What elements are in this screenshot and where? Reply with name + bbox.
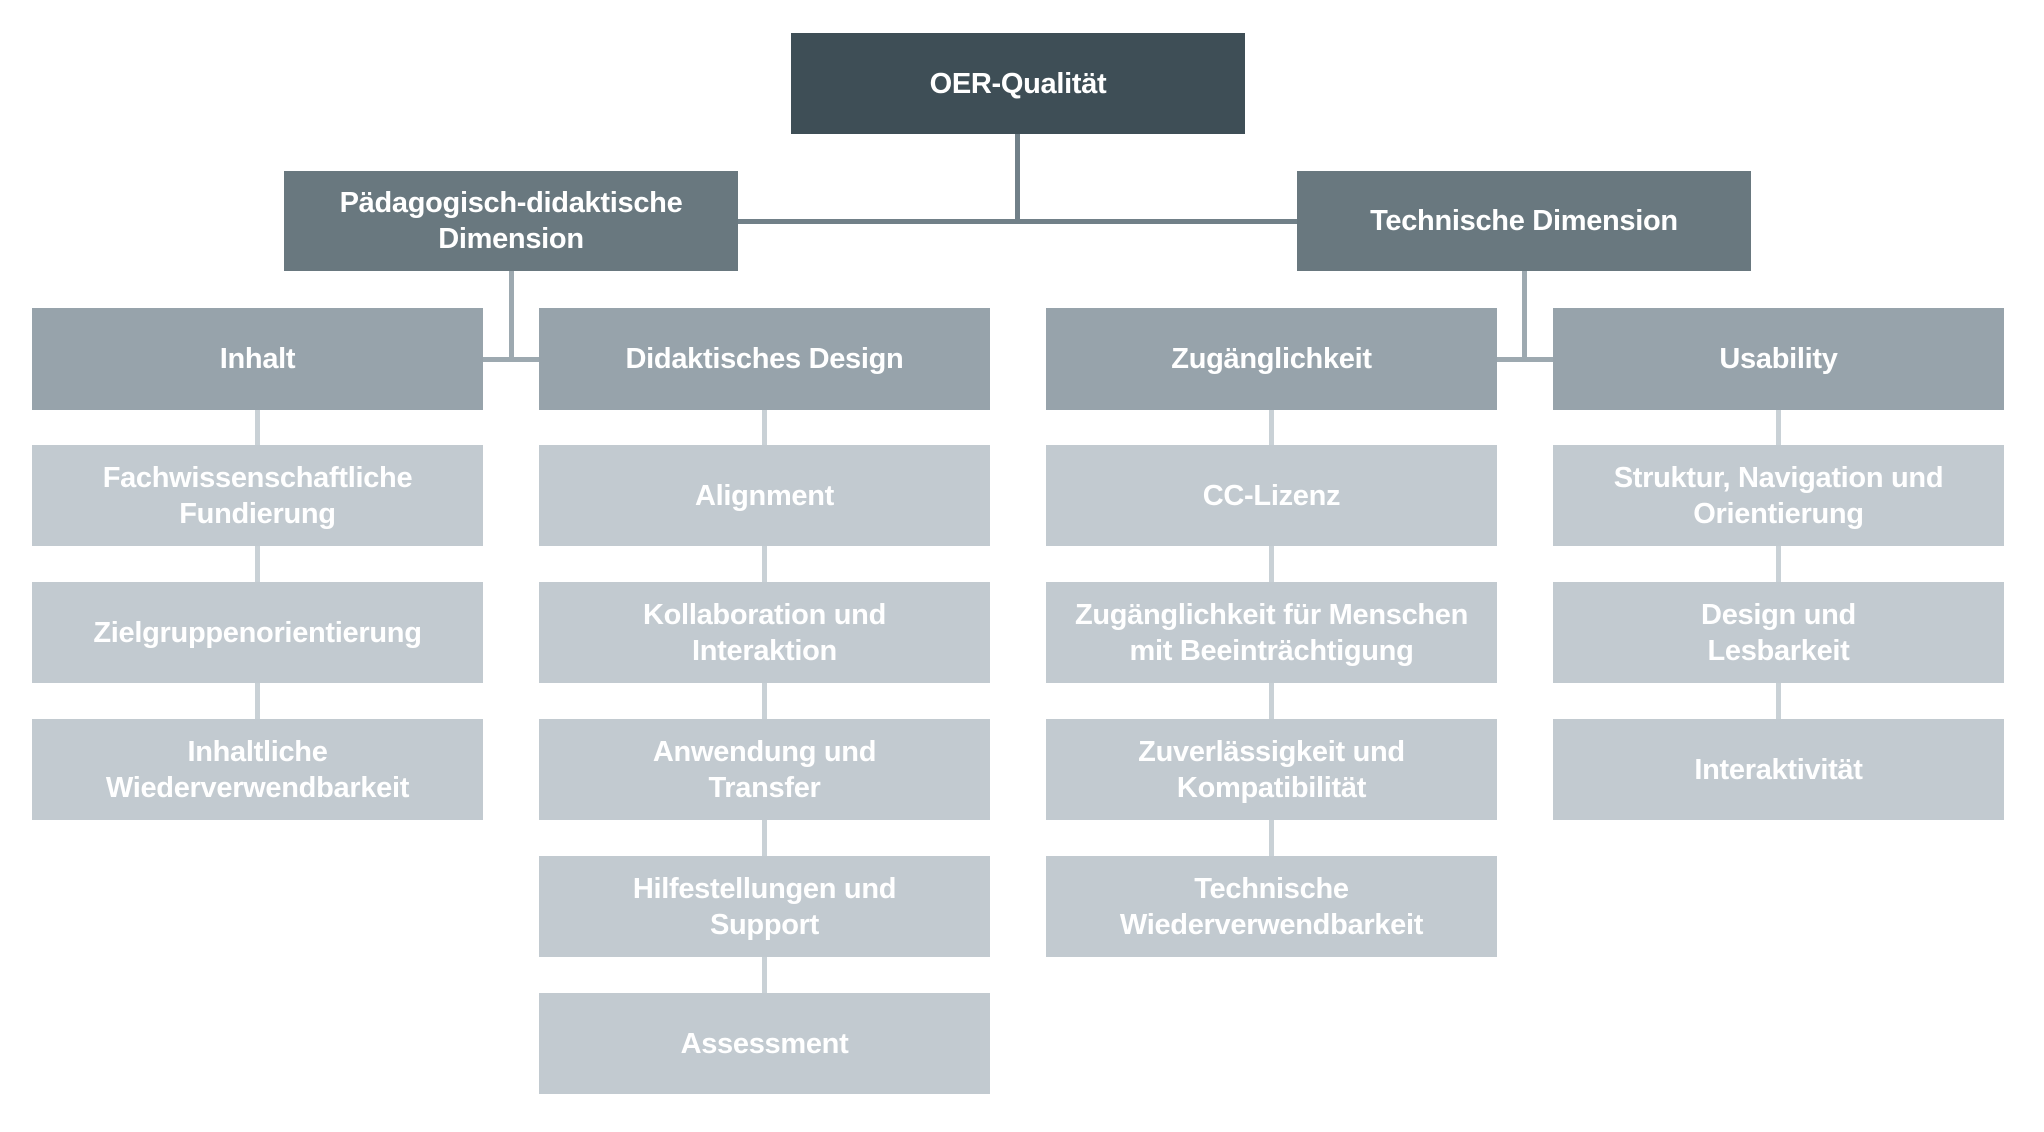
criterion-box: CC-Lizenz [1046, 445, 1497, 546]
criterion-box: Anwendung und Transfer [539, 719, 990, 820]
connector-dimension-right-vertical [1522, 271, 1527, 361]
criterion-box: Interaktivität [1553, 719, 2004, 820]
connector-dimension-left-horizontal [483, 357, 539, 362]
connector-criterion-vertical [1269, 410, 1274, 445]
connector-criterion-vertical [1776, 410, 1781, 445]
connector-criterion-vertical [762, 820, 767, 856]
criterion-box: Struktur, Navigation und Orientierung [1553, 445, 2004, 546]
connector-criterion-vertical [762, 957, 767, 993]
connector-criterion-vertical [762, 410, 767, 445]
criterion-box: Hilfestellungen und Support [539, 856, 990, 957]
connector-criterion-vertical [762, 546, 767, 582]
criterion-box: Assessment [539, 993, 990, 1094]
category-box: Zugänglichkeit [1046, 308, 1497, 410]
criterion-box: Zuverlässigkeit und Kompatibilität [1046, 719, 1497, 820]
category-box: Didaktisches Design [539, 308, 990, 410]
criterion-box: Zielgruppenorientierung [32, 582, 483, 683]
dimension-node-technisch: Technische Dimension [1297, 171, 1751, 271]
criterion-box: Technische Wiederverwendbarkeit [1046, 856, 1497, 957]
connector-criterion-vertical [1269, 820, 1274, 856]
criterion-box: Inhaltliche Wiederverwendbarkeit [32, 719, 483, 820]
connector-criterion-vertical [1269, 546, 1274, 582]
connector-criterion-vertical [1776, 546, 1781, 582]
category-box: Usability [1553, 308, 2004, 410]
connector-dimension-right-horizontal [1497, 357, 1553, 362]
connector-root-horizontal [738, 219, 1297, 224]
dimension-node-paedagogisch-didaktisch: Pädagogisch-didaktische Dimension [284, 171, 738, 271]
criterion-box: Design und Lesbarkeit [1553, 582, 2004, 683]
connector-root-vertical [1015, 134, 1020, 223]
connector-criterion-vertical [762, 683, 767, 719]
criterion-box: Fachwissenschaftliche Fundierung [32, 445, 483, 546]
criterion-box: Zugänglichkeit für Menschen mit Beeinträ… [1046, 582, 1497, 683]
connector-dimension-left-vertical [509, 271, 514, 361]
criterion-box: Alignment [539, 445, 990, 546]
criterion-box: Kollaboration und Interaktion [539, 582, 990, 683]
connector-criterion-vertical [255, 683, 260, 719]
connector-criterion-vertical [1269, 683, 1274, 719]
connector-criterion-vertical [255, 410, 260, 445]
connector-criterion-vertical [1776, 683, 1781, 719]
category-box: Inhalt [32, 308, 483, 410]
connector-criterion-vertical [255, 546, 260, 582]
root-node-oer-qualitaet: OER-Qualität [791, 33, 1245, 134]
